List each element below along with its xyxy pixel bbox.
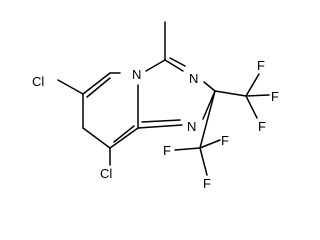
- fluorine-atom-label: F: [203, 176, 211, 191]
- nitrogen-atom-label: N: [187, 119, 196, 134]
- bond: [169, 57, 186, 67]
- bond: [141, 119, 181, 123]
- chlorine-atom-label: Cl: [32, 74, 44, 89]
- bond: [82, 127, 111, 149]
- fluorine-atom-label: F: [257, 58, 265, 73]
- nitrogen-atom-label: N: [189, 71, 198, 86]
- bond: [245, 95, 258, 119]
- bond: [203, 81, 216, 92]
- bond-lines: [57, 21, 270, 176]
- bond: [164, 59, 184, 72]
- bond: [82, 72, 111, 95]
- bond: [199, 147, 208, 176]
- chemical-structure-diagram: Cl Cl N N N F F F F F F: [32, 21, 279, 191]
- fluorine-atom-label: F: [271, 89, 279, 104]
- bond: [245, 94, 270, 97]
- bond: [214, 90, 247, 97]
- bond: [145, 59, 166, 72]
- bond: [113, 125, 135, 143]
- bond: [245, 73, 260, 97]
- bond: [86, 77, 111, 98]
- atom-labels: Cl Cl N N N F F F F F F: [32, 58, 279, 191]
- bond: [174, 147, 201, 151]
- bond: [199, 90, 216, 149]
- chlorine-atom-label: Cl: [100, 166, 112, 181]
- fluorine-atom-label: F: [258, 119, 266, 134]
- bond: [57, 79, 84, 95]
- nitrogen-atom-label: N: [132, 67, 141, 82]
- bond: [137, 124, 183, 129]
- bond: [109, 127, 139, 149]
- fluorine-atom-label: F: [221, 133, 229, 148]
- fluorine-atom-label: F: [163, 143, 171, 158]
- bond: [199, 139, 221, 149]
